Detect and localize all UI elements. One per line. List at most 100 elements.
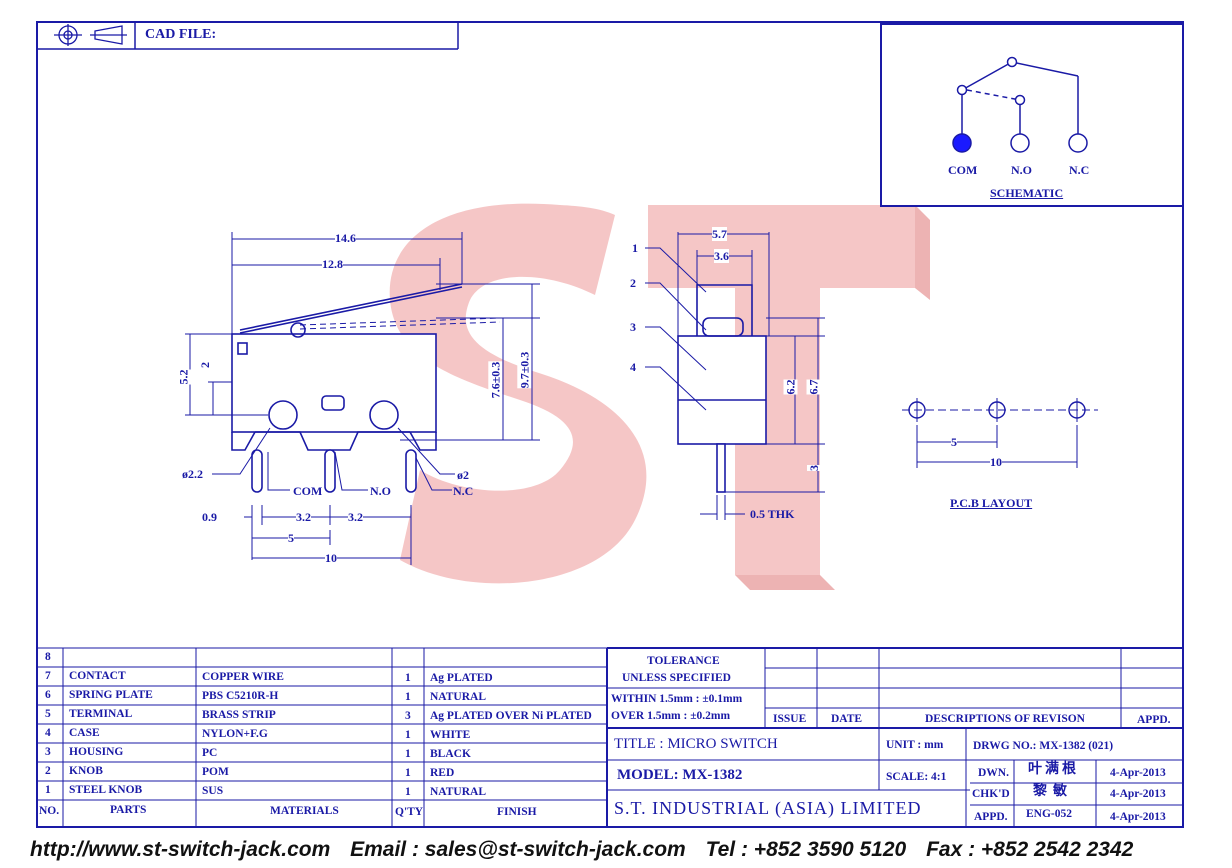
chk-name: 黎敏 xyxy=(1033,783,1073,799)
schematic-no-label: N.O xyxy=(1011,163,1032,177)
dim-14-6: 14.6 xyxy=(335,231,356,245)
bom-header-parts: PARTS xyxy=(110,804,147,816)
unit-text: UNIT : mm xyxy=(886,739,944,751)
contact-footer: http://www.st-switch-jack.com Email : sa… xyxy=(30,838,1210,862)
com-terminal-dot xyxy=(952,133,972,153)
dim-3-2-a: 3.2 xyxy=(296,510,311,524)
pcb-layout xyxy=(902,398,1098,468)
bom-finish: Ag PLATED OVER Ni PLATED xyxy=(430,710,592,722)
dim-6-2: 6.2 xyxy=(783,379,798,395)
appd-label: APPD. xyxy=(974,811,1008,823)
bom-material: PC xyxy=(202,747,218,759)
bom-qty: 1 xyxy=(405,691,411,703)
bom-part: CONTACT xyxy=(69,670,126,682)
scale-text: SCALE: 4:1 xyxy=(886,771,947,783)
bom-qty: 1 xyxy=(405,729,411,741)
bom-qty: 1 xyxy=(405,672,411,684)
bom-header-qty: Q'TY xyxy=(395,806,424,818)
front-no-label: N.O xyxy=(370,484,391,498)
bom-qty: 3 xyxy=(405,710,411,722)
title-block-grid xyxy=(607,647,1183,827)
watermark-logo xyxy=(389,203,930,590)
appd-name: ENG-052 xyxy=(1026,808,1072,820)
dim-5-2: 5.2 xyxy=(176,369,191,385)
bom-part: SPRING PLATE xyxy=(69,689,153,701)
bom-part: KNOB xyxy=(69,765,103,777)
schematic-symbol xyxy=(952,56,1088,153)
dim-9-7: 9.7±0.3 xyxy=(517,351,532,389)
bom-material: COPPER WIRE xyxy=(202,671,284,683)
chk-date: 4-Apr-2013 xyxy=(1110,788,1166,800)
tolerance-title: TOLERANCE xyxy=(647,655,720,667)
front-view xyxy=(231,283,501,493)
dim-2: 2 xyxy=(198,362,212,368)
schematic-title: SCHEMATIC xyxy=(990,186,1064,200)
company-name: S.T. INDUSTRIAL (ASIA) LIMITED xyxy=(614,798,922,818)
dwn-label: DWN. xyxy=(978,767,1009,779)
bom-header-materials: MATERIALS xyxy=(270,805,339,817)
bom-material: PBS C5210R-H xyxy=(202,690,279,702)
bom-finish: RED xyxy=(430,767,455,779)
bom-part: CASE xyxy=(69,727,100,739)
cad-file-label: CAD FILE: xyxy=(145,27,217,42)
bom-no: 4 xyxy=(45,727,51,739)
footer-url[interactable]: http://www.st-switch-jack.com xyxy=(30,838,331,861)
dim-7-6: 7.6±0.3 xyxy=(488,361,503,399)
pcb-dim-10: 10 xyxy=(990,455,1002,469)
dim-0-9: 0.9 xyxy=(202,510,217,524)
bom-qty: 1 xyxy=(405,786,411,798)
revision-appd: APPD. xyxy=(1137,714,1171,726)
footer-email[interactable]: Email : sales@st-switch-jack.com xyxy=(350,838,686,861)
title-text: TITLE : MICRO SWITCH xyxy=(614,736,778,752)
bom-no: 2 xyxy=(45,765,51,777)
bom-finish: Ag PLATED xyxy=(430,672,493,684)
bom-material: POM xyxy=(202,766,229,778)
dim-12-8: 12.8 xyxy=(322,257,343,271)
bom-no: 6 xyxy=(45,689,51,701)
dim-3-2-b: 3.2 xyxy=(348,510,363,524)
pcb-dim-5: 5 xyxy=(951,435,957,449)
pcb-title: P.C.B LAYOUT xyxy=(950,496,1033,510)
dim-5-7: 5.7 xyxy=(712,227,727,241)
schematic-com-label: COM xyxy=(948,163,978,177)
dwn-name: 叶满根 xyxy=(1028,761,1079,777)
revision-issue: ISSUE xyxy=(773,713,807,725)
bom-qty: 1 xyxy=(405,748,411,760)
bom-header-no: NO. xyxy=(39,805,60,817)
bom-material: NYLON+F.G xyxy=(202,728,268,740)
callout-3: 3 xyxy=(630,320,636,334)
bom-part: STEEL KNOB xyxy=(69,784,143,796)
dim-hole-2-2: ø2.2 xyxy=(182,467,203,481)
bom-no: 3 xyxy=(45,746,51,758)
chk-label: CHK'D xyxy=(972,788,1010,800)
model-text: MODEL: MX-1382 xyxy=(617,767,743,783)
dim-10-pitch: 10 xyxy=(325,551,337,565)
bom-qty: 1 xyxy=(405,767,411,779)
dim-thk: 0.5 THK xyxy=(750,507,795,521)
dim-6-7: 6.7 xyxy=(806,379,821,395)
footer-fax: Fax : +852 2542 2342 xyxy=(926,838,1134,861)
tolerance-within: WITHIN 1.5mm : ±0.1mm xyxy=(611,693,743,705)
side-view xyxy=(677,284,767,493)
tolerance-over: OVER 1.5mm : ±0.2mm xyxy=(611,710,731,722)
bom-no: 7 xyxy=(45,670,51,682)
bom-header-finish: FINISH xyxy=(497,806,537,818)
bom-finish: NATURAL xyxy=(430,786,487,798)
bom-part: HOUSING xyxy=(69,746,124,758)
bom-no: 1 xyxy=(45,784,51,796)
bom-material: SUS xyxy=(202,785,224,797)
callout-4: 4 xyxy=(630,360,636,374)
dwn-date: 4-Apr-2013 xyxy=(1110,767,1166,779)
projection-symbol-icon xyxy=(54,24,127,46)
bom-finish: NATURAL xyxy=(430,691,487,703)
callout-1: 1 xyxy=(632,241,638,255)
dim-5-pitch: 5 xyxy=(288,531,294,545)
bom-finish: BLACK xyxy=(430,748,471,760)
bom-finish: WHITE xyxy=(430,729,471,741)
bom-table xyxy=(37,647,608,827)
drwg-no: DRWG NO.: MX-1382 (021) xyxy=(973,740,1114,752)
dim-hole-2: ø2 xyxy=(457,468,469,482)
side-view-dimensions xyxy=(645,232,825,520)
